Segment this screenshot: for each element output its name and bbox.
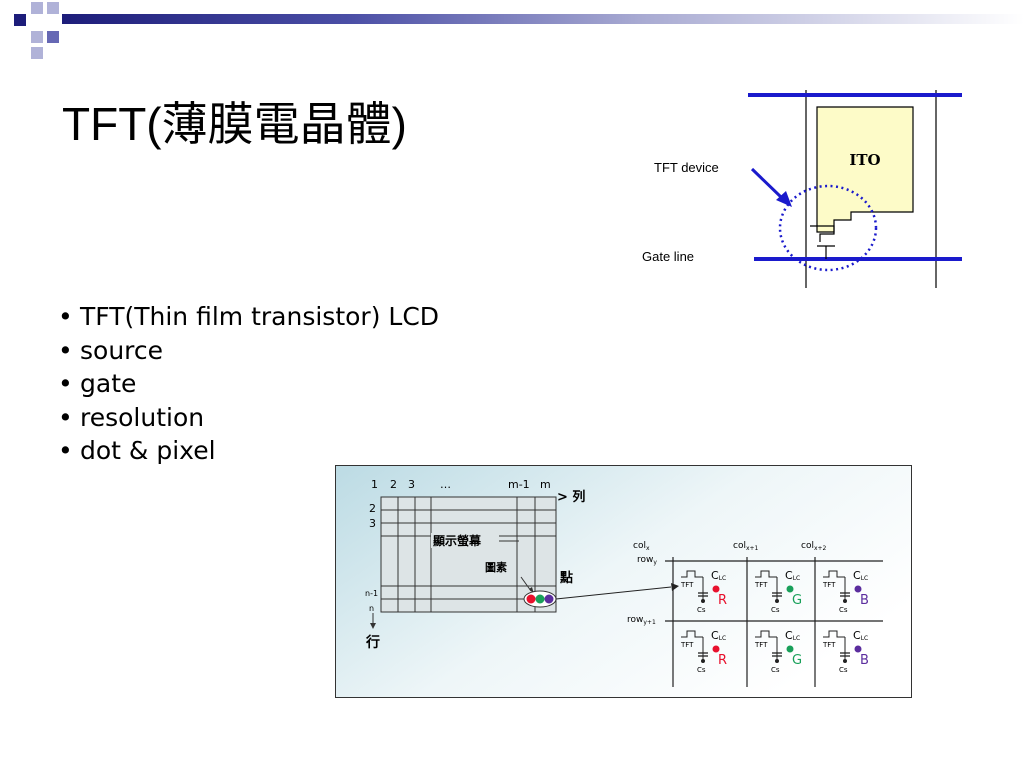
cell-node (701, 659, 705, 663)
dot-label: 點 (560, 570, 573, 586)
subpixel-letter: R (718, 653, 727, 668)
row-number: 2 (369, 502, 376, 515)
tft-symbol (823, 630, 845, 638)
subpixel-dot (854, 585, 862, 593)
subpixel-letter: G (792, 653, 802, 668)
row-header: rowy+1 (627, 615, 656, 626)
deco-square-light (31, 2, 43, 14)
col-number: m (540, 478, 551, 491)
col-number: 2 (390, 478, 397, 491)
bullet-item: •source (58, 335, 164, 365)
cell-node (701, 599, 705, 603)
col-number: … (440, 478, 451, 491)
col-header: colx+1 (733, 541, 759, 552)
bullet-item: •TFT(Thin film transistor) LCD (58, 302, 440, 331)
bullet-text: TFT(Thin film transistor) LCD (80, 302, 440, 331)
subpixel-letter: B (860, 653, 869, 668)
tft-device-label: TFT device (654, 160, 719, 175)
subpixel-dot (854, 645, 862, 653)
clc-label: CLC (853, 629, 868, 642)
deco-square-mid (47, 31, 59, 43)
tft-symbol (823, 570, 845, 578)
clc-label: CLC (853, 569, 868, 582)
bullet-text: gate (80, 369, 137, 398)
bullet-text: resolution (80, 402, 205, 432)
cs-label: Cs (697, 606, 706, 614)
col-number: 1 (371, 478, 378, 491)
col-header: colx (633, 541, 650, 552)
title-cjk: 薄膜電晶體 (161, 97, 392, 151)
tft-symbol (755, 570, 777, 578)
row-header: rowy (637, 555, 657, 566)
lcd-matrix-diagram: 1 2 3 … m-1 m > 列 2 3 n-1 n 行 顯示螢幕 圖素 點 … (335, 465, 912, 698)
bullet-item: •resolution (58, 402, 205, 432)
row-number: n (369, 604, 374, 613)
pixel-cells: TFTCsCLCRTFTCsCLCGTFTCsCLCBTFTCsCLCRTFTC… (680, 569, 869, 674)
row-label: 行 (365, 634, 380, 651)
cell-node (775, 659, 779, 663)
col-number: m-1 (508, 478, 530, 491)
row-number: 3 (369, 517, 376, 530)
tft-text: TFT (754, 641, 768, 649)
deco-square-dark (14, 14, 26, 26)
cs-label: Cs (839, 666, 848, 674)
subpixel-letter: G (792, 593, 802, 608)
bullet-text: source (80, 335, 164, 365)
title-suffix: ) (391, 98, 407, 150)
subpixel-dot (786, 645, 794, 653)
cell-node (775, 599, 779, 603)
bullet-list: •TFT(Thin film transistor) LCD •source •… (58, 300, 439, 468)
tft-text: TFT (754, 581, 768, 589)
deco-square-light (31, 47, 43, 59)
pixel-label: 圖素 (485, 560, 507, 574)
tft-text: TFT (680, 641, 694, 649)
col-number: 3 (408, 478, 415, 491)
subpixel-letter: B (860, 593, 869, 608)
subpixel-letter: R (718, 593, 727, 608)
page-title: TFT(薄膜電晶體) (62, 88, 407, 154)
tft-text: TFT (822, 641, 836, 649)
screen-label: 顯示螢幕 (433, 533, 482, 548)
cs-label: Cs (771, 606, 780, 614)
deco-square-light (47, 2, 59, 14)
tft-symbol (681, 570, 703, 578)
cs-label: Cs (839, 606, 848, 614)
column-label: > 列 (557, 489, 585, 505)
subpixel-dot (786, 585, 794, 593)
cs-label: Cs (771, 666, 780, 674)
title-decoration (0, 0, 1024, 60)
tft-device-diagram: ITO TFT device Gate line (642, 90, 962, 288)
tft-text: TFT (680, 581, 694, 589)
clc-label: CLC (785, 569, 800, 582)
cell-node (843, 659, 847, 663)
title-prefix: TFT( (62, 98, 162, 150)
deco-square-light (31, 31, 43, 43)
deco-gradient-bar (62, 14, 1024, 24)
cell-node (843, 599, 847, 603)
subpixel-dot (712, 645, 720, 653)
tft-symbol (681, 630, 703, 638)
subpixel-dot (712, 585, 720, 593)
bullet-text: dot & pixel (80, 436, 216, 465)
clc-label: CLC (785, 629, 800, 642)
bullet-item: •dot & pixel (58, 436, 216, 465)
clc-label: CLC (711, 629, 726, 642)
clc-label: CLC (711, 569, 726, 582)
cs-label: Cs (697, 666, 706, 674)
row-number: n-1 (365, 589, 378, 598)
tft-symbol (755, 630, 777, 638)
ito-label: ITO (849, 151, 880, 169)
bullet-item: •gate (58, 369, 137, 398)
tft-text: TFT (822, 581, 836, 589)
col-header: colx+2 (801, 541, 827, 552)
gate-line-label: Gate line (642, 249, 694, 264)
